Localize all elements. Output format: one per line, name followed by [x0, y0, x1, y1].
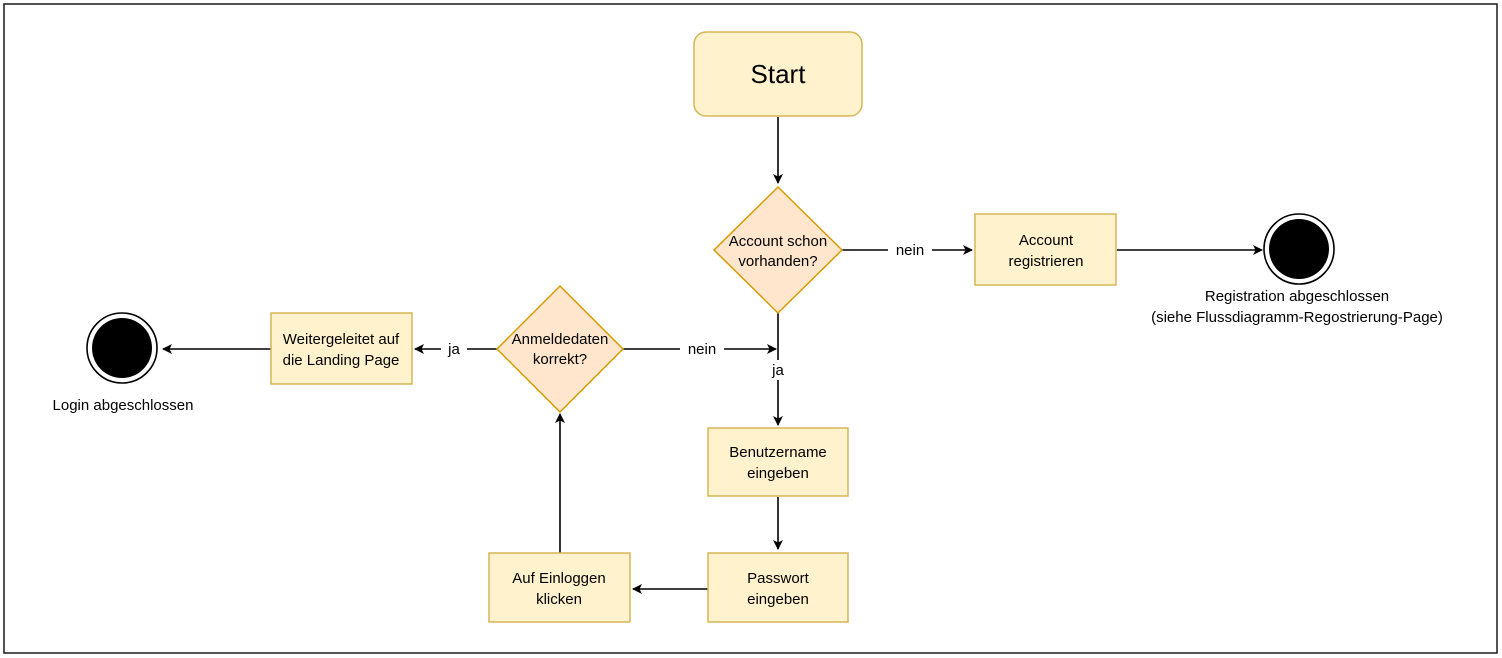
redirect-landing-box: Weitergeleitet auf die Landing Page [270, 312, 413, 385]
start-label: Start [751, 59, 807, 89]
account-exists-decision: Account schon vorhanden? [712, 185, 844, 315]
account-exists-line2: vorhanden? [738, 253, 817, 270]
credentials-correct-line2: korrekt? [533, 351, 587, 368]
enter-password-line1: Passwort [747, 570, 810, 587]
account-exists-line1: Account schon [729, 233, 827, 250]
edge-label-credentials-no: nein [688, 341, 716, 358]
register-account-line1: Account [1019, 232, 1074, 249]
registration-end-line2: (siehe Flussdiagramm-Regostrierung-Page) [1151, 309, 1443, 326]
registration-end-node: Registration abgeschlossen (siehe Flussd… [1151, 213, 1443, 326]
enter-password-box: Passwort eingeben [707, 552, 849, 623]
enter-username-line2: eingeben [747, 465, 809, 482]
enter-username-line1: Benutzername [729, 444, 827, 461]
login-end-label: Login abgeschlossen [53, 397, 194, 414]
click-login-line2: klicken [536, 591, 582, 608]
login-end-node: Login abgeschlossen [53, 312, 194, 414]
start-node: Start [693, 31, 863, 117]
edge-labels: nein ja nein ja [441, 240, 932, 380]
click-login-line1: Auf Einloggen [512, 570, 605, 587]
enter-password-line2: eingeben [747, 591, 809, 608]
credentials-correct-line1: Anmeldedaten [512, 331, 609, 348]
redirect-landing-line1: Weitergeleitet auf [283, 331, 400, 348]
enter-username-box: Benutzername eingeben [707, 427, 849, 497]
edge-label-credentials-yes: ja [447, 341, 460, 358]
register-account-box: Account registrieren [974, 213, 1117, 286]
redirect-landing-line2: die Landing Page [283, 352, 400, 369]
edge-label-account-no: nein [896, 242, 924, 259]
credentials-correct-decision: Anmeldedaten korrekt? [495, 284, 625, 414]
register-account-line2: registrieren [1008, 253, 1083, 270]
registration-end-line1: Registration abgeschlossen [1205, 288, 1389, 305]
edge-label-account-yes: ja [771, 362, 784, 379]
click-login-box: Auf Einloggen klicken [488, 552, 631, 623]
